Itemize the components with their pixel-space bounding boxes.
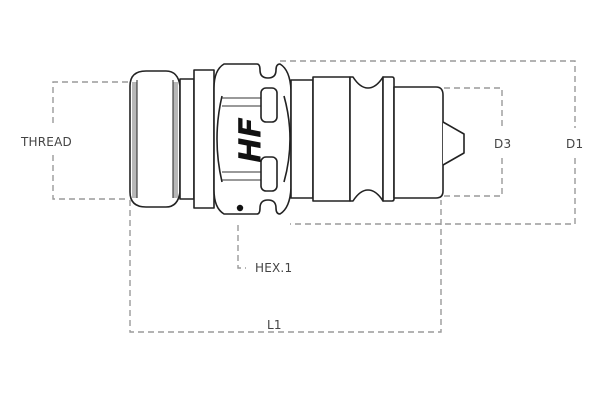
collar	[193, 69, 215, 209]
d3-dimension-line	[444, 87, 503, 197]
d3-label: D3	[494, 137, 511, 151]
hex-dimension-line	[237, 225, 246, 269]
thread-dimension-line	[52, 81, 128, 200]
valve-tip	[442, 121, 465, 166]
l1-dimension-line	[129, 200, 442, 333]
ridge-ring	[382, 76, 395, 202]
d1-label: D1	[566, 137, 583, 151]
dimension-lines	[52, 60, 576, 333]
thread-section	[129, 70, 181, 208]
dimension-labels: THREAD D3 D1 HEX.1 L1	[20, 135, 583, 332]
hex-body: HF	[213, 63, 292, 215]
groove-section	[349, 76, 384, 202]
nose-cylinder	[393, 86, 444, 199]
coupling-body: HF	[129, 63, 465, 215]
l1-label: L1	[267, 318, 282, 332]
marking-dot	[236, 204, 244, 212]
hf-logo: HF	[234, 117, 269, 163]
main-cylinder	[312, 76, 351, 202]
d1-dimension-line	[280, 60, 576, 225]
hex-label: HEX.1	[255, 261, 292, 275]
neck	[179, 78, 195, 200]
transition-ring	[290, 79, 314, 199]
thread-label: THREAD	[20, 135, 72, 149]
